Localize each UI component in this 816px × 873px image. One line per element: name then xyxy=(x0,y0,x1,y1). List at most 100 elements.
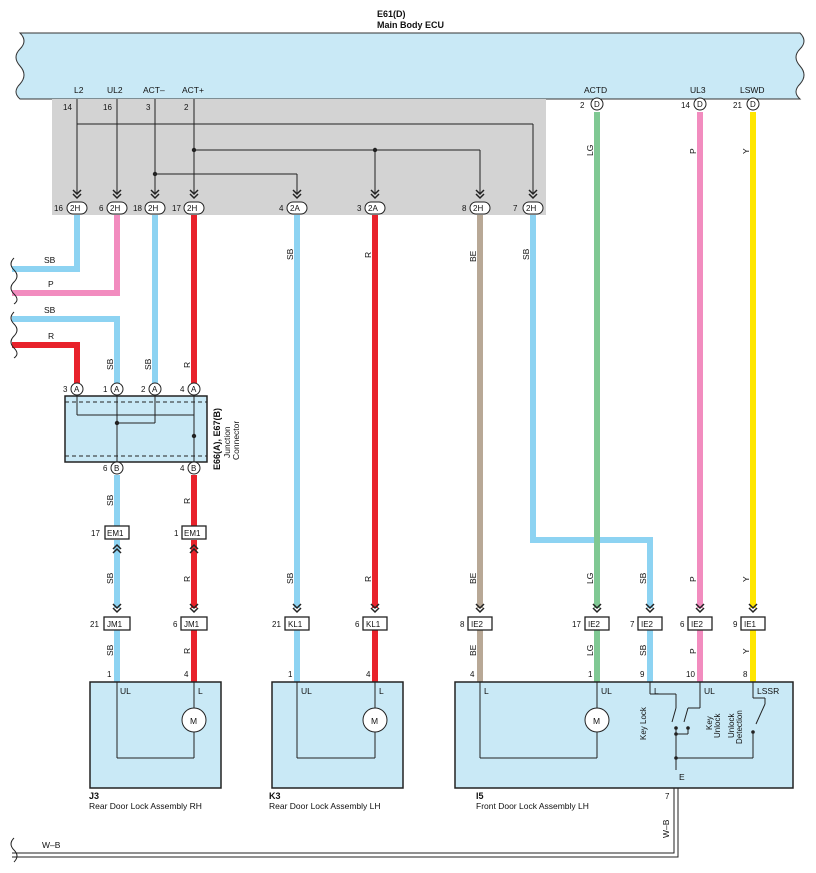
asm-name: Rear Door Lock Assembly LH xyxy=(269,801,381,811)
asm-term: UL xyxy=(704,686,715,696)
wire-sb-5 xyxy=(530,215,653,608)
wire-sb-2 xyxy=(12,316,120,383)
wire-label: BE xyxy=(468,572,478,584)
conn-name: IE2 xyxy=(641,620,654,629)
pin-label-ul3: UL3 xyxy=(690,85,706,95)
junction-desc: Connector xyxy=(231,421,241,460)
conn-name: JM1 xyxy=(107,620,123,629)
vertical-wire-labels: SB R BE SB LG P Y SB SB R SB R SB R SB R… xyxy=(105,145,751,656)
assembly-i5: M 4 1 9 10 8 L UL L UL LSSR Key Lock Key… xyxy=(454,670,794,811)
wire-label: SB xyxy=(105,494,115,506)
wire-break-marks xyxy=(10,257,18,863)
wire-label: SB xyxy=(143,358,153,370)
wire-label: W–B xyxy=(661,819,671,838)
conn-name: JM1 xyxy=(184,620,200,629)
conn-name: KL1 xyxy=(366,620,381,629)
junction-bottom-pins: B 6 B 4 xyxy=(103,461,201,475)
wire-label: SB xyxy=(285,572,295,584)
box-term-num: 16 xyxy=(54,204,63,213)
jpin-num: 6 xyxy=(103,464,108,473)
box-term-num: 8 xyxy=(462,204,467,213)
wire-sb-1 xyxy=(12,215,80,272)
box-term-conn: 2A xyxy=(290,204,300,213)
box-term-conn: 2H xyxy=(187,204,197,213)
wire-r-1 xyxy=(12,342,80,383)
ecu-body xyxy=(15,32,805,100)
conn-num: 6 xyxy=(355,620,360,629)
wire-label: R xyxy=(182,362,192,368)
jpin-conn: A xyxy=(114,385,120,394)
conn-num: 1 xyxy=(174,529,179,538)
asm-pin: 1 xyxy=(588,670,593,679)
asm-term: UL xyxy=(120,686,131,696)
jpin-conn: A xyxy=(152,385,158,394)
jpin-conn: B xyxy=(191,464,196,473)
asm-pin: 1 xyxy=(288,670,293,679)
wire-label: SB xyxy=(638,572,648,584)
wire-label: P xyxy=(688,576,698,582)
box-term-conn: 2H xyxy=(473,204,483,213)
wire-label: P xyxy=(688,648,698,654)
box-term-conn: 2H xyxy=(70,204,80,213)
pin-num: 3 xyxy=(146,103,151,112)
assembly-j3: M 1 4 UL L J3 Rear Door Lock Assembly RH xyxy=(89,670,222,811)
asm-pin: 8 xyxy=(743,670,748,679)
wire-label: R xyxy=(182,498,192,504)
junction-connector: E66(A), E67(B) Junction Connector xyxy=(64,395,241,470)
em1-connectors: EM1 17 EM1 1 xyxy=(91,525,207,554)
conn-name: KL1 xyxy=(288,620,303,629)
wire-label: W–B xyxy=(42,840,61,850)
wire-label: LG xyxy=(585,573,595,584)
wire-label: SB xyxy=(44,305,56,315)
wire-label: P xyxy=(688,148,698,154)
pin-num: 14 xyxy=(681,101,690,110)
asm-ground-pin: 7 xyxy=(665,792,670,801)
pin-num: 16 xyxy=(103,103,112,112)
conn-d: D xyxy=(750,100,756,109)
junction-top-pins: A 3 A 1 A 2 A 4 xyxy=(63,382,201,396)
box-term-num: 3 xyxy=(357,204,362,213)
pin-num: 21 xyxy=(733,101,742,110)
wire-label: Y xyxy=(741,648,751,654)
asm-pin: 9 xyxy=(640,670,645,679)
wire-label: R xyxy=(363,576,373,582)
wire-label: R xyxy=(363,252,373,258)
wire-label: SB xyxy=(105,572,115,584)
junction-name: E66(A), E67(B) xyxy=(212,408,222,470)
asm-pin: 1 xyxy=(107,670,112,679)
conn-num: 7 xyxy=(630,620,635,629)
switch-label: Key Lock xyxy=(639,706,648,740)
switch-label: Key xyxy=(705,716,714,730)
pin-label-act-minus: ACT– xyxy=(143,85,165,95)
wire-label: SB xyxy=(521,248,531,260)
asm-pin: 4 xyxy=(366,670,371,679)
conn-name: IE2 xyxy=(691,620,704,629)
conn-name: IE2 xyxy=(588,620,601,629)
asm-term: L xyxy=(198,686,203,696)
ecu-internal-box xyxy=(52,99,546,215)
switch-label: Detection xyxy=(735,710,744,744)
wire-label: Y xyxy=(741,148,751,154)
conn-num: 9 xyxy=(733,620,738,629)
wire-label: BE xyxy=(468,250,478,262)
asm-pin: 10 xyxy=(686,670,695,679)
lower-connectors: JM1 21 JM1 6 KL1 21 KL1 6 IE2 8 IE2 17 I… xyxy=(90,603,766,631)
conn-d: D xyxy=(697,100,703,109)
conn-name: EM1 xyxy=(107,529,124,538)
wire-label: SB xyxy=(285,248,295,260)
conn-name: IE2 xyxy=(471,620,484,629)
asm-term: UL xyxy=(301,686,312,696)
asm-term: LSSR xyxy=(757,686,779,696)
box-term-conn: 2H xyxy=(110,204,120,213)
wire-label: SB xyxy=(105,358,115,370)
asm-code: K3 xyxy=(269,791,281,801)
ecu-name: Main Body ECU xyxy=(377,20,444,30)
wire-label: R xyxy=(182,576,192,582)
conn-num: 8 xyxy=(460,620,465,629)
motor-label: M xyxy=(593,716,600,726)
pin-label-actd: ACTD xyxy=(584,85,607,95)
conn-name: IE1 xyxy=(744,620,757,629)
wire-label: LG xyxy=(585,145,595,156)
wire-p xyxy=(12,215,120,296)
